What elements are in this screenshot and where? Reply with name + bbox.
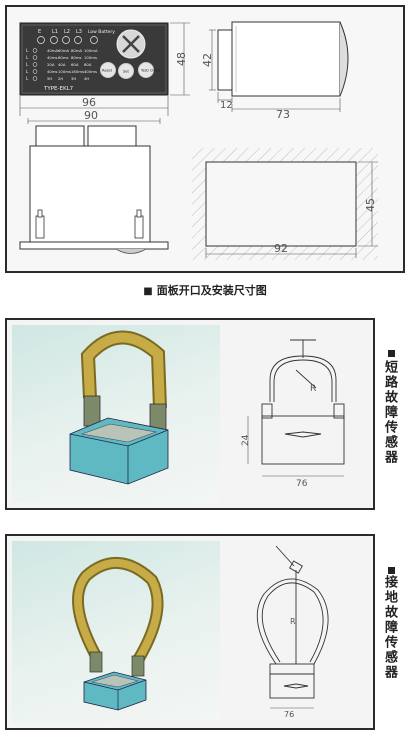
reset-button[interactable] [100,62,116,78]
dim-side-depth: 73 [276,108,290,121]
setting-value: 80ms [71,55,82,60]
panel-cutout [205,161,357,247]
device-model: TYPE-EKL7 [43,86,74,92]
dim-cutout-height: 45 [364,198,377,212]
dim-side-height: 42 [201,53,214,67]
indicator-header-l1: L1 [52,29,58,35]
dim-sensor1-width: 76 [296,479,308,489]
row-led [32,76,38,81]
row-led [32,48,38,53]
ground-fault-sensor-label: 接地故障传感器 [382,575,397,680]
row-label: L [26,62,29,67]
row-led [32,62,38,67]
setting-value: 40ms [47,55,58,60]
reset-button-label: Reset [102,69,113,73]
dim-front-height: 48 [175,52,188,66]
setting-value: 40mA [47,48,59,53]
setting-value: 80A [84,62,92,67]
dim-front-inner: 90 [84,109,98,122]
knob-x-icon [122,35,140,53]
setting-value: 400ms [84,69,97,74]
indicator-header-low-battery: Low Battery [88,29,115,35]
row-label: L [26,69,29,74]
test-check-button[interactable] [138,62,154,78]
setting-value: 2H [58,76,63,81]
row-label: L [26,55,29,60]
set-button-label: Set [123,70,129,74]
test-check-button-label: Test/ Check [140,69,160,73]
setting-value: 100mA [84,48,98,53]
dim-sensor1-radius: R [310,384,316,394]
setting-value: 5H [47,76,52,81]
setting-value: 160ms [71,69,84,74]
dim-sensor2-width: 76 [284,710,294,719]
dim-side-flange: 12 [220,100,233,111]
label-marker-1 [388,350,395,357]
label-marker-2 [388,567,395,574]
setting-value: 20A [47,62,55,67]
setting-value: 100ms [84,55,97,60]
set-button[interactable] [118,63,134,79]
indicator-header-e: E [38,29,41,35]
short-circuit-sensor-label: 短路故障传感器 [382,360,397,465]
dim-sensor1-height: 24 [241,434,251,446]
setting-value: 60mA [58,48,70,53]
setting-value: 80mA [71,48,83,53]
dim-cutout-width: 92 [274,242,288,255]
setting-value: 40A [58,62,66,67]
indicator-header-l3: L3 [76,29,82,35]
indicator-leds [37,36,98,44]
setting-value: 3H [71,76,76,81]
indicator-header-l2: L2 [64,29,70,35]
setting-value: 100ms [58,69,71,74]
dim-sensor2-radius: R [290,617,296,626]
row-label: L [26,48,29,53]
row-led [32,69,38,74]
caption-panel-dimensions: ■面板开口及安装尺寸图 [143,284,267,297]
setting-value: 60A [71,62,79,67]
setting-value: 4H [84,76,89,81]
row-led [32,55,38,60]
setting-value: 60ms [58,55,69,60]
dim-front-width: 96 [82,96,96,109]
setting-value: 40ms [47,69,58,74]
row-label: L [26,76,29,81]
